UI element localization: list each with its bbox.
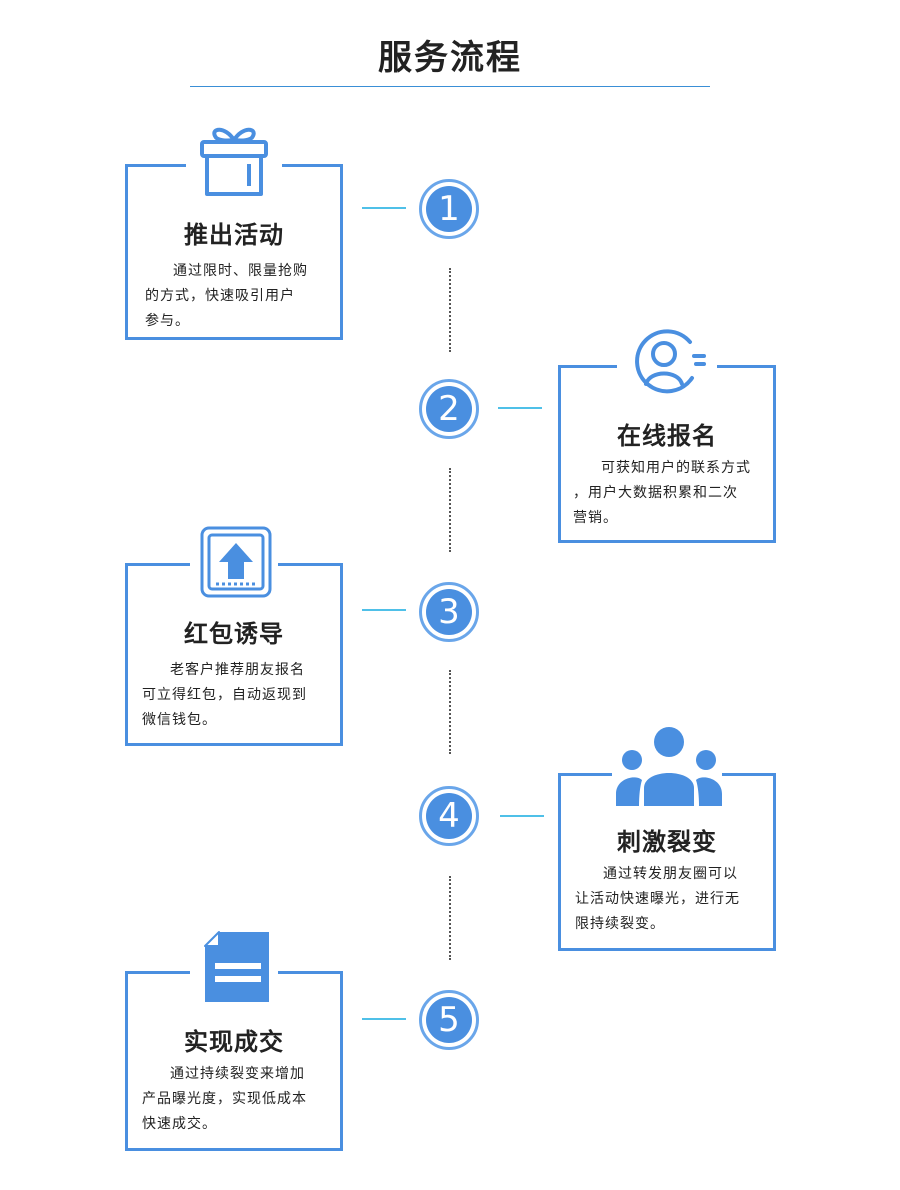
step-description: 通过持续裂变来增加 产品曝光度，实现低成本 快速成交。 xyxy=(142,1066,307,1132)
dotted-connector xyxy=(449,876,451,960)
group-icon xyxy=(616,727,722,806)
step-title: 刺激裂变 xyxy=(617,828,717,856)
upload-icon xyxy=(200,526,272,598)
connector-line xyxy=(362,1018,406,1020)
step-number-badge: 2 xyxy=(419,379,479,439)
dotted-connector xyxy=(449,670,451,754)
gift-icon xyxy=(200,127,268,196)
connector-line xyxy=(500,815,544,817)
step-title: 实现成交 xyxy=(184,1028,284,1056)
step-number-badge: 4 xyxy=(419,786,479,846)
document-icon xyxy=(204,931,269,1002)
step-description: 老客户推荐朋友报名 可立得红包，自动返现到 微信钱包。 xyxy=(142,662,307,728)
step-title: 在线报名 xyxy=(617,422,717,450)
step-card-2: 在线报名 可获知用户的联系方式 ，用户大数据积累和二次 营销。 xyxy=(558,362,776,543)
step-number-badge: 1 xyxy=(419,179,479,239)
step-title: 红包诱导 xyxy=(184,620,284,648)
connector-line xyxy=(498,407,542,409)
user-icon xyxy=(635,329,706,394)
step-description: 可获知用户的联系方式 ，用户大数据积累和二次 营销。 xyxy=(573,460,751,526)
connector-line xyxy=(362,609,406,611)
step-title: 推出活动 xyxy=(184,221,284,249)
connector-line xyxy=(362,207,406,209)
step-description: 通过限时、限量抢购 的方式，快速吸引用户 参与。 xyxy=(145,263,308,329)
page-title: 服务流程 xyxy=(378,38,522,78)
title-underline xyxy=(190,86,710,87)
step-card-5: 实现成交 通过持续裂变来增加 产品曝光度，实现低成本 快速成交。 xyxy=(125,968,343,1151)
step-number-badge: 5 xyxy=(419,990,479,1050)
step-number-badge: 3 xyxy=(419,582,479,642)
dotted-connector xyxy=(449,268,451,352)
step-description: 通过转发朋友圈可以 让活动快速曝光，进行无 限持续裂变。 xyxy=(575,866,740,932)
dotted-connector xyxy=(449,468,451,552)
